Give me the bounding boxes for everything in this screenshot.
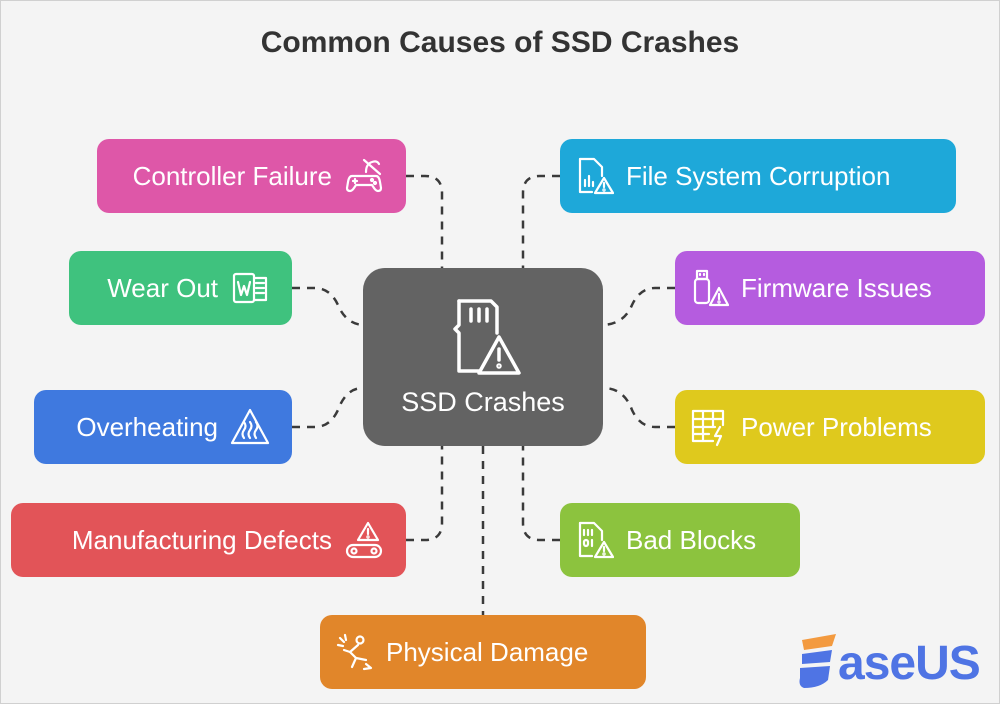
connector-bad-blocks <box>521 446 560 542</box>
easeus-logo-mark <box>799 634 836 688</box>
center-node-ssd-crashes: SSD Crashes <box>363 268 603 446</box>
cause-label: Controller Failure <box>132 160 332 191</box>
connector-power-problems <box>602 386 675 429</box>
falling-person-icon <box>336 633 373 671</box>
connector-controller-failure <box>406 174 444 268</box>
connector-file-system-corruption <box>521 174 560 268</box>
cause-label: Physical Damage <box>386 636 589 667</box>
cause-firmware-issues: Firmware Issues <box>675 251 985 325</box>
cause-manufacturing-defects: Manufacturing Defects <box>11 503 406 577</box>
cause-overheating: Overheating <box>34 390 292 464</box>
cause-label: Wear Out <box>107 272 218 303</box>
diagram-title: Common Causes of SSD Crashes <box>260 26 740 59</box>
connector-firmware-issues <box>602 286 675 327</box>
cause-power-problems: Power Problems <box>675 390 985 464</box>
connector-overheating <box>292 386 364 429</box>
cause-bad-blocks: Bad Blocks <box>560 503 800 577</box>
cause-label: File System Corruption <box>626 160 891 191</box>
cause-label: Firmware Issues <box>741 272 932 303</box>
center-label: SSD Crashes <box>401 386 565 417</box>
cause-label: Manufacturing Defects <box>71 524 332 555</box>
cause-controller-failure: Controller Failure <box>97 139 406 213</box>
cause-wear-out: Wear Out <box>69 251 292 325</box>
cause-physical-damage: Physical Damage <box>320 615 646 689</box>
heat-warning-icon <box>230 408 270 445</box>
word-document-icon <box>232 272 268 304</box>
easeus-logo-word: aseUS <box>838 637 981 690</box>
table-bolt-icon <box>691 409 725 447</box>
file-chart-warning-icon <box>578 157 614 195</box>
conveyor-warning-icon <box>345 521 383 559</box>
cause-label: Bad Blocks <box>626 524 757 555</box>
cause-label: Overheating <box>76 411 218 442</box>
connector-wear-out <box>292 286 364 327</box>
easeus-logo: aseUS <box>790 630 990 696</box>
binary-file-warning-icon <box>578 521 614 559</box>
gamepad-off-icon <box>345 158 383 193</box>
cause-file-system-corruption: File System Corruption <box>560 139 956 213</box>
usb-warning-icon <box>693 269 729 307</box>
connector-manufacturing-defects <box>406 446 444 542</box>
cause-label: Power Problems <box>741 411 932 442</box>
sd-card-warning-icon <box>453 298 521 375</box>
